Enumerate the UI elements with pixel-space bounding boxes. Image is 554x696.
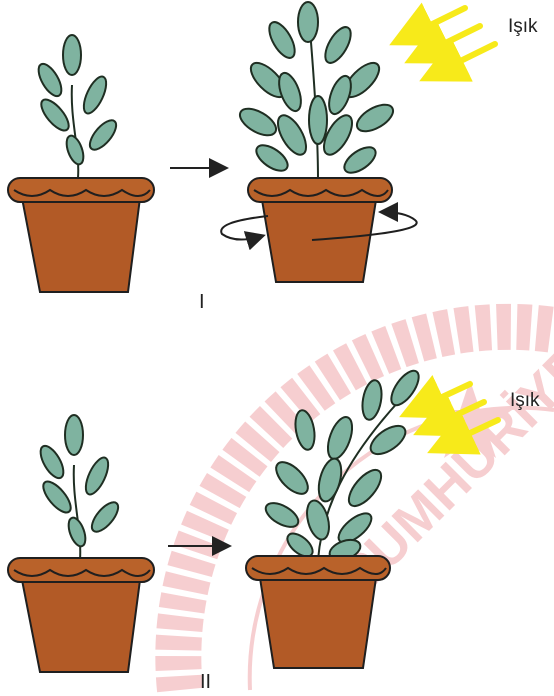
experiment-2-label: II <box>200 671 211 693</box>
pot-1 <box>8 178 154 292</box>
experiment-1-label: I <box>199 291 205 313</box>
plant-rotated-leaves <box>236 2 398 180</box>
light-label-2: Işık <box>510 390 540 411</box>
pot-3 <box>8 558 154 672</box>
plant-rotated-1 <box>221 2 417 282</box>
plant-1-leaves <box>34 35 121 178</box>
plant-initial-2 <box>8 415 154 672</box>
light-rays-1 <box>400 8 495 76</box>
pot-4 <box>246 556 390 668</box>
light-label-1: Işık <box>508 16 538 37</box>
pot-2 <box>248 178 392 282</box>
plant-initial-1 <box>8 35 154 292</box>
plant-2-leaves <box>36 415 123 560</box>
